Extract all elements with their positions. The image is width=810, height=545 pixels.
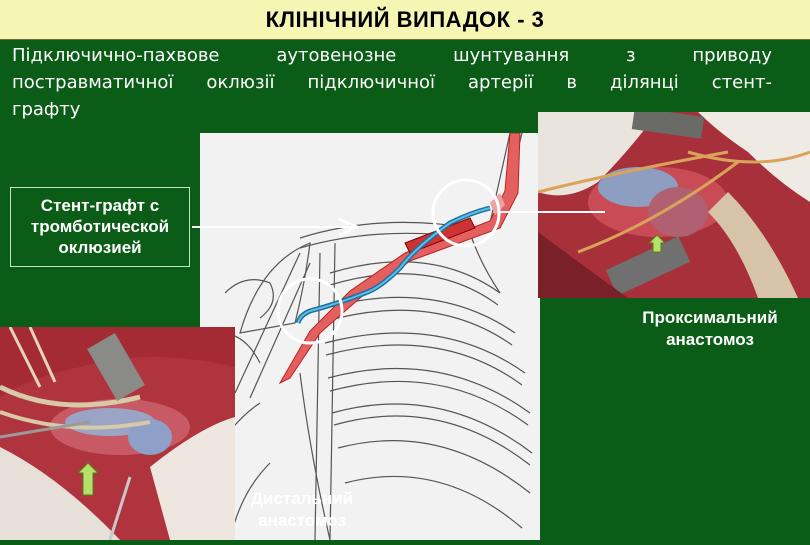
callout-line: анастомоз [258,511,346,530]
callout-line: Проксимальний [642,308,778,327]
callout-line: оклюзией [58,238,142,257]
description-line: Підключично-пахвове аутовенозне шунтуван… [12,45,772,66]
distal-anastomosis-circle [276,277,344,345]
description-line: постравматичної оклюзії підключичної арт… [12,72,772,93]
proximal-anastomosis-label: Проксимальний анастомоз [610,307,810,351]
up-arrow-icon [76,462,100,496]
case-description: Підключично-пахвове аутовенозне шунтуван… [12,42,772,123]
anatomy-diagram [200,132,540,541]
up-arrow-icon [647,234,667,253]
callout-line: тромботической [30,217,170,236]
distal-anastomosis-label: Дистальний анастомоз [236,488,368,532]
proximal-anastomosis-circle [431,178,501,248]
stent-graft-callout: Стент-графт с тромботической оклюзией [10,187,190,267]
proximal-anastomosis-photo [538,112,810,298]
distal-anastomosis-photo [0,327,235,540]
callout-line: Дистальний [250,489,354,508]
description-line: графту [12,99,81,120]
callout-line: Стент-графт с [40,196,160,215]
slide-title: КЛІНІЧНИЙ ВИПАДОК - 3 [265,6,545,32]
callout-line: анастомоз [666,330,754,349]
rib-cage-drawing [209,132,533,541]
title-bar: КЛІНІЧНИЙ ВИПАДОК - 3 [0,0,810,40]
